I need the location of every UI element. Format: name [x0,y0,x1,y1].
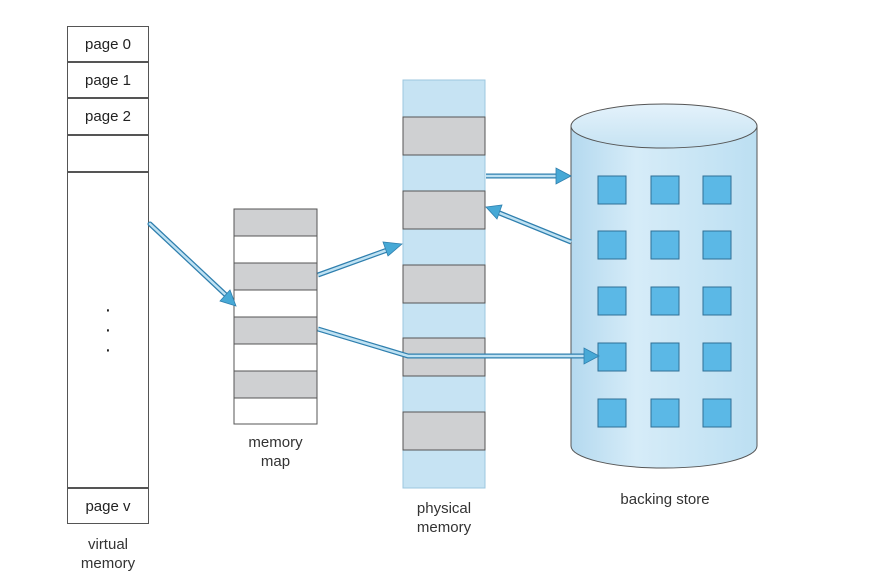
storage-block [597,230,627,260]
arrowhead-backing-to-physical [485,204,503,220]
physical-memory-caption-line2: memory [416,519,472,536]
storage-block [650,230,680,260]
arrow-vm-to-map-highlight [148,222,230,299]
page-2-cell: page 2 [67,98,149,135]
storage-block [702,286,732,316]
storage-block [702,230,732,260]
physical-frame-occupied [402,190,486,230]
backing-store-cylinder [570,103,758,469]
map-entry-mapped [233,370,318,399]
page-v-label: page v [85,497,131,515]
map-entry-mapped [233,262,318,291]
storage-block [650,286,680,316]
remaining-pages-region [67,172,149,488]
storage-block [650,342,680,372]
memory-map-caption-line2: map [260,453,291,470]
page-0-label: page 0 [85,35,131,53]
page-v-cell: page v [67,488,149,524]
virtual-memory-caption-line2: memory [80,555,136,572]
storage-block [702,175,732,205]
physical-memory-caption: physical memory [395,499,493,537]
arrow-map-to-physical-highlight [317,247,391,277]
arrows [147,167,600,365]
storage-block [597,398,627,428]
arrowhead-map-to-physical [382,241,403,257]
map-entry-empty [233,235,318,264]
page-2-label: page 2 [85,108,131,125]
memory-map-caption-line1: memory [248,434,303,451]
storage-block [702,398,732,428]
map-entry-mapped [233,316,318,345]
storage-block [597,175,627,205]
backing-store-caption: backing store [600,490,730,509]
map-entry-mapped [233,208,318,237]
map-entry-empty [233,397,318,425]
arrowhead-vm-to-map [219,289,237,307]
ellipsis-dots: · · · [104,299,112,361]
memory-map-caption: memory map [228,433,323,471]
page-1-cell: page 1 [67,62,149,98]
physical-memory-caption-line1: physical [416,500,472,517]
memory-map [233,208,318,425]
physical-frame-occupied [402,116,486,156]
arrow-backing-to-physical-highlight [496,210,572,244]
physical-frame-occupied [402,411,486,451]
storage-block [650,398,680,428]
map-entry-empty [233,289,318,318]
arrow-map-to-backing-highlight [317,327,588,358]
storage-block [702,342,732,372]
page-0-cell: page 0 [67,26,149,62]
physical-memory [402,79,486,489]
storage-block [597,286,627,316]
arrowhead-physical-to-backing [555,167,572,185]
page-1-label: page 1 [85,71,131,89]
virtual-memory-caption: virtual memory [62,535,154,573]
virtual-memory-caption-line1: virtual [87,536,128,553]
cylinder-top [570,103,758,149]
arrowhead-map-to-backing [583,347,600,365]
map-entry-empty [233,343,318,372]
storage-block [650,175,680,205]
empty-page-cell [67,135,149,172]
backing-store-caption-text: backing store [620,491,710,508]
storage-block [597,342,627,372]
storage-blocks [597,175,732,428]
physical-frame-occupied [402,264,486,304]
